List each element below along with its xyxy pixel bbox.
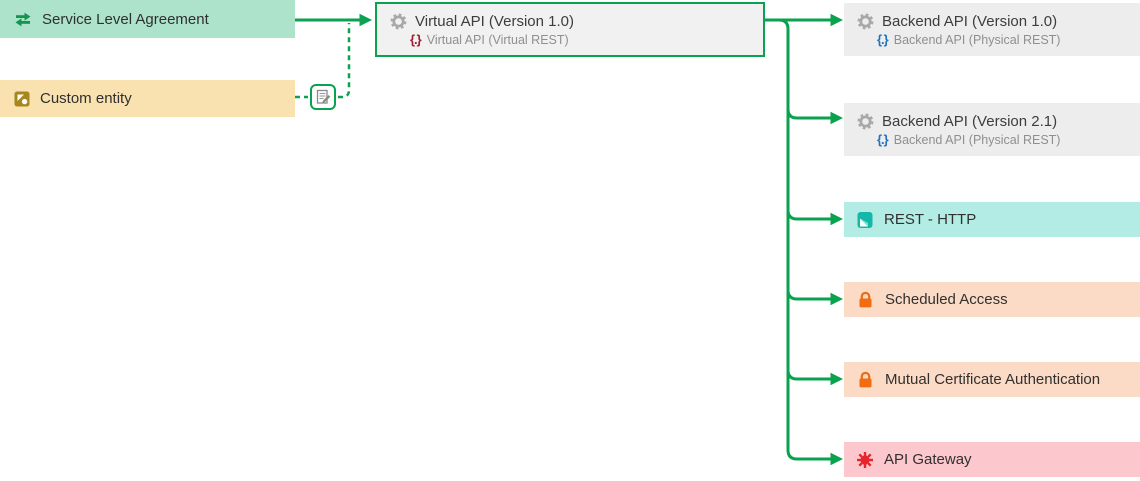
gear-icon (390, 13, 407, 30)
node-label: Service Level Agreement (42, 10, 209, 28)
page-icon (856, 211, 874, 229)
lock-icon (856, 290, 875, 309)
burst-icon (856, 451, 874, 469)
node-label: Custom entity (40, 90, 132, 107)
node-service-level-agreement[interactable]: Service Level Agreement (0, 0, 295, 38)
edit-note-icon (315, 89, 331, 105)
node-title: Backend API (Version 2.1) (882, 112, 1058, 130)
node-mutual-certificate-authentication[interactable]: Mutual Certificate Authentication (844, 362, 1140, 397)
braces-icon: {.} (410, 32, 422, 47)
node-label: API Gateway (884, 451, 972, 468)
node-backend-api-v1[interactable]: Backend API (Version 1.0) {.} Backend AP… (844, 3, 1140, 56)
node-subtitle: Virtual API (Virtual REST) (426, 32, 569, 47)
edit-connector-badge[interactable] (310, 84, 336, 110)
braces-icon: {.} (877, 132, 889, 147)
node-rest-http[interactable]: REST - HTTP (844, 202, 1140, 237)
node-virtual-api[interactable]: Virtual API (Version 1.0) {.} Virtual AP… (375, 2, 765, 57)
transfer-arrows-icon (14, 12, 32, 27)
node-subtitle: Backend API (Physical REST) (893, 32, 1061, 47)
node-title: Virtual API (Version 1.0) (415, 12, 574, 30)
node-title: Backend API (Version 1.0) (882, 12, 1058, 30)
node-label: Mutual Certificate Authentication (885, 371, 1101, 388)
node-scheduled-access[interactable]: Scheduled Access (844, 282, 1140, 317)
shapes-icon (14, 91, 30, 107)
gear-icon (857, 13, 874, 30)
node-label: REST - HTTP (884, 211, 977, 228)
lock-icon (856, 370, 875, 389)
braces-icon: {.} (877, 32, 889, 47)
node-custom-entity[interactable]: Custom entity (0, 80, 295, 117)
node-api-gateway[interactable]: API Gateway (844, 442, 1140, 477)
node-subtitle: Backend API (Physical REST) (893, 132, 1061, 147)
node-backend-api-v2[interactable]: Backend API (Version 2.1) {.} Backend AP… (844, 103, 1140, 156)
node-label: Scheduled Access (885, 291, 1008, 308)
gear-icon (857, 113, 874, 130)
